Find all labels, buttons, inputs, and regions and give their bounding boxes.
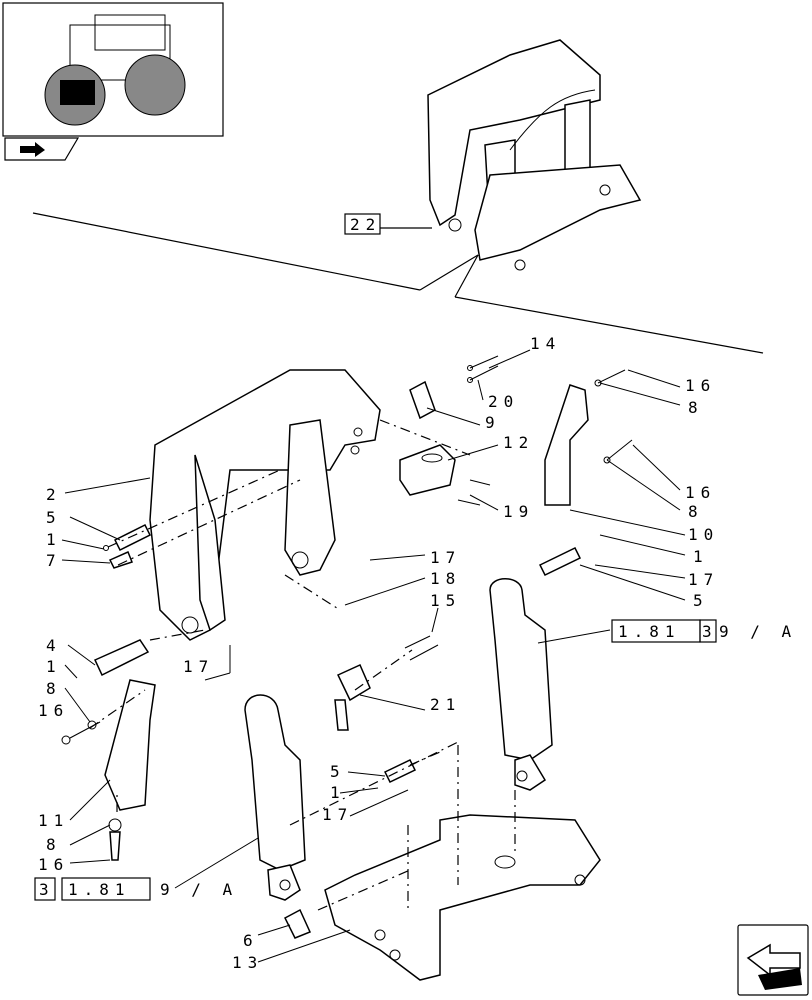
bracket-12 xyxy=(399,444,456,496)
label-18: 18 xyxy=(430,569,461,588)
label-16-d: 16 xyxy=(38,855,69,874)
label-6: 6 xyxy=(243,931,259,950)
ref-left-3-1-81[interactable]: 3 1.81 9 / A xyxy=(34,877,238,901)
pin-7 xyxy=(108,550,133,569)
hydraulic-cylinder-left xyxy=(244,694,306,901)
label-7: 7 xyxy=(46,551,62,570)
pin-4 xyxy=(93,639,150,677)
label-16-b: 16 xyxy=(685,483,716,502)
label-2: 2 xyxy=(46,485,62,504)
ref-right-b-label: 3 xyxy=(702,622,718,641)
label-16-c: 16 xyxy=(38,701,69,720)
bolts-16-8 xyxy=(594,369,633,464)
leader-lines xyxy=(61,349,686,963)
shim-20 xyxy=(409,380,436,420)
label-17-right: 17 xyxy=(688,570,719,589)
bracket-10 xyxy=(544,384,589,506)
label-4: 4 xyxy=(46,636,62,655)
label-9: 9 xyxy=(485,413,501,432)
label-21: 21 xyxy=(430,695,461,714)
bolt-16-bottom xyxy=(108,818,122,861)
label-8-a: 8 xyxy=(688,398,704,417)
ref-left-c-label: 9 / A xyxy=(160,880,238,899)
pointer-line-2 xyxy=(454,254,479,298)
label-8-b: 8 xyxy=(688,502,704,521)
ref-left-a-label: 3 xyxy=(39,880,55,899)
label-13: 13 xyxy=(232,953,263,972)
label-1-b: 1 xyxy=(46,657,62,676)
lower-frame-13 xyxy=(324,814,601,981)
pin-5 xyxy=(113,523,152,552)
label-14: 14 xyxy=(530,334,561,353)
label-10: 10 xyxy=(688,525,719,544)
label-17-c: 17 xyxy=(322,805,353,824)
ref-22[interactable]: 22 xyxy=(344,213,432,235)
sensor-21 xyxy=(334,664,371,731)
label-16-a: 16 xyxy=(685,376,716,395)
separator-line-left xyxy=(32,212,421,291)
label-5-b: 5 xyxy=(330,762,346,781)
bolts-15 xyxy=(404,635,439,661)
ref-left-b-label: 1.81 xyxy=(68,880,131,899)
label-17-b: 17 xyxy=(183,657,214,676)
pin-5-right xyxy=(538,547,582,576)
tractor-thumbnail[interactable] xyxy=(2,2,224,137)
nav-book-arrow-icon[interactable] xyxy=(4,137,80,161)
label-1: 1 xyxy=(46,530,62,549)
ref-22-label: 22 xyxy=(350,215,381,234)
label-17-a: 17 xyxy=(430,548,461,567)
label-15: 15 xyxy=(430,591,461,610)
ref-right-1-81-3[interactable]: 1.81 3 9 / A xyxy=(611,619,797,643)
ref-right-c-label: 9 / A xyxy=(719,622,797,641)
clip-1 xyxy=(103,545,109,551)
bolts-14 xyxy=(467,355,499,383)
label-1-c: 1 xyxy=(330,783,346,802)
main-bracket-2 xyxy=(149,369,381,641)
hydraulic-cylinder-right xyxy=(489,578,553,791)
bolts-19 xyxy=(457,479,491,506)
label-8-c: 8 xyxy=(46,679,62,698)
label-5-right: 5 xyxy=(693,591,709,610)
label-1-right: 1 xyxy=(693,547,709,566)
label-5: 5 xyxy=(46,508,62,527)
pin-5-middle xyxy=(383,759,417,783)
bushing-6 xyxy=(284,908,312,939)
bracket-11 xyxy=(104,679,156,811)
next-page-arrow-icon[interactable] xyxy=(737,924,809,996)
pointer-line xyxy=(419,254,479,291)
ref-right-a-label: 1.81 xyxy=(618,622,681,641)
center-lines xyxy=(89,419,516,911)
label-11: 11 xyxy=(38,811,69,830)
label-20: 20 xyxy=(488,392,519,411)
label-19: 19 xyxy=(503,502,534,521)
label-8-d: 8 xyxy=(46,835,62,854)
tractor-thumbnail-icon xyxy=(44,14,186,126)
top-assembly-overview xyxy=(427,39,642,271)
separator-line-right xyxy=(454,296,764,354)
label-12: 12 xyxy=(503,433,534,452)
